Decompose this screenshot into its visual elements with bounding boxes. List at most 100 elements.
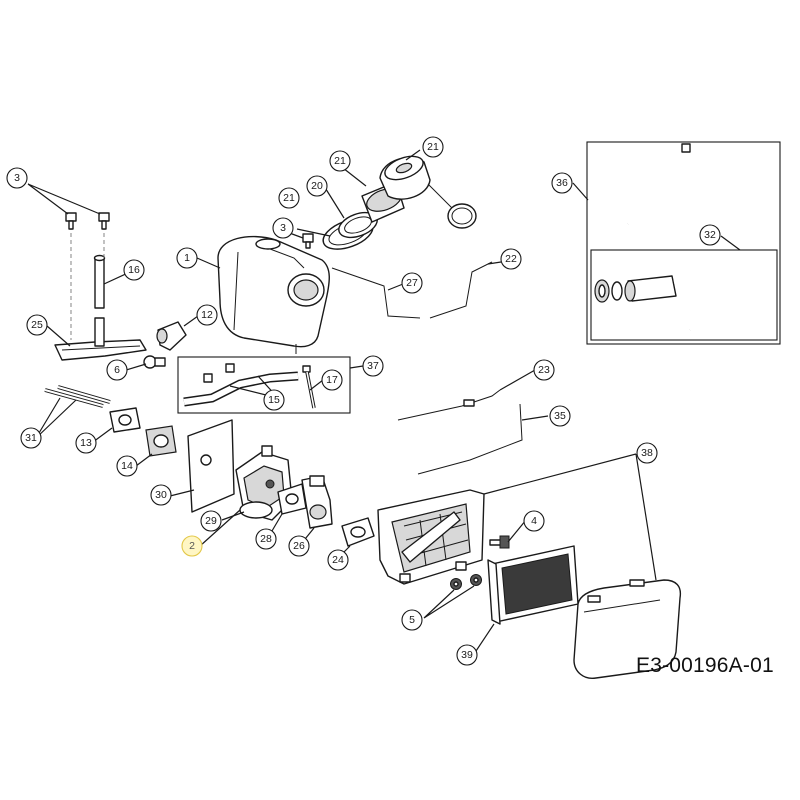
callout-3-left: 3	[6, 167, 28, 189]
adapter-part-26	[301, 475, 333, 529]
fuel-tank-part-1	[217, 235, 330, 354]
svg-text:14: 14	[121, 460, 133, 472]
svg-text:26: 26	[293, 540, 305, 552]
callout-12: 12	[196, 304, 218, 326]
callout-6: 6	[106, 359, 128, 381]
fuel-line-part-32	[594, 254, 754, 332]
assembly-box-37	[177, 356, 351, 414]
pin-part-14	[93, 254, 106, 347]
svg-text:23: 23	[538, 364, 550, 376]
callout-20: 20	[306, 175, 328, 197]
callout-22: 22	[500, 248, 522, 270]
svg-text:37: 37	[367, 360, 379, 372]
assembly-box-32	[590, 249, 778, 341]
callout-25: 24	[327, 549, 349, 571]
svg-text:29: 29	[205, 515, 217, 527]
svg-text:21: 21	[334, 155, 346, 167]
svg-text:36: 36	[556, 177, 568, 189]
svg-text:39: 39	[461, 649, 473, 661]
air-filter-element-part-39	[487, 545, 579, 625]
leader-lines	[27, 149, 741, 655]
callout-38: 38	[636, 442, 658, 464]
svg-text:13: 13	[80, 437, 92, 449]
callout-3-center: 3	[272, 217, 294, 239]
svg-text:5: 5	[409, 614, 415, 626]
svg-text:31: 31	[25, 432, 37, 444]
svg-text:32: 32	[704, 229, 716, 241]
svg-text:3: 3	[14, 172, 20, 184]
callout-31: 31	[20, 427, 42, 449]
callout-23: 23	[533, 359, 555, 381]
nut-part-5	[450, 574, 482, 590]
callout-39: 39	[456, 644, 478, 666]
svg-text:22: 22	[505, 253, 517, 265]
screw-part-17	[302, 365, 316, 409]
callout-32: 32	[699, 224, 721, 246]
gasket-part-25	[341, 517, 375, 547]
rod-part-27	[331, 267, 421, 319]
heat-shield-part-30	[187, 419, 235, 513]
svg-text:3: 3	[280, 222, 286, 234]
rod-part-23	[397, 389, 501, 421]
air-filter-base-part-38	[377, 489, 485, 585]
svg-text:21: 21	[283, 192, 295, 204]
svg-text:12: 12	[201, 309, 213, 321]
callout-26: 26	[288, 535, 310, 557]
drawing-reference-code: E3-00196A-01	[636, 654, 774, 677]
callout-35: 35	[549, 405, 571, 427]
svg-text:17: 17	[326, 374, 338, 386]
callout-27: 27	[401, 272, 423, 294]
callout-37: 37	[362, 355, 384, 377]
callout-14: 16	[123, 259, 145, 281]
elbow-part-12	[156, 321, 187, 351]
svg-text:30: 30	[155, 489, 167, 501]
svg-text:2: 2	[189, 540, 195, 552]
callout-5: 5	[401, 609, 423, 631]
callout-4: 4	[523, 510, 545, 532]
callout-28: 28	[255, 528, 277, 550]
callout-15: 15	[263, 389, 285, 411]
svg-text:24: 24	[332, 554, 344, 566]
svg-text:28: 28	[260, 533, 272, 545]
rod-part-22	[429, 261, 493, 319]
svg-text:35: 35	[554, 410, 566, 422]
air-filter-cover-part-38	[573, 579, 682, 679]
svg-text:20: 20	[311, 180, 323, 192]
breather-tube-part-36	[627, 143, 695, 226]
callout-30: 30	[150, 484, 172, 506]
svg-text:6: 6	[114, 364, 120, 376]
callout-21-right: 21	[422, 136, 444, 158]
gasket-part-13	[109, 407, 141, 433]
screw-part-4	[489, 535, 510, 549]
clamp-part-6	[143, 355, 166, 369]
screw-part-3-center	[302, 233, 314, 249]
rod-part-35	[417, 403, 523, 475]
assembly-box-36	[586, 141, 781, 345]
carburetor-part-29	[235, 445, 293, 521]
bolt-part-3-left	[65, 212, 110, 230]
svg-text:1: 1	[184, 252, 190, 264]
svg-text:27: 27	[406, 277, 418, 289]
callout-17: 17	[321, 369, 343, 391]
callout-16: 14	[116, 455, 138, 477]
svg-text:4: 4	[531, 515, 537, 527]
callout-21-left: 21	[278, 187, 300, 209]
hose-part-15	[183, 363, 299, 407]
insulator-part-16	[145, 425, 177, 457]
svg-text:16: 16	[128, 264, 140, 276]
svg-text:15: 15	[268, 394, 280, 406]
stud-part-31	[44, 385, 111, 408]
svg-text:21: 21	[427, 141, 439, 153]
svg-text:25: 25	[31, 319, 43, 331]
callout-29: 29	[200, 510, 222, 532]
callout-36: 36	[551, 172, 573, 194]
gasket-part-28	[277, 483, 307, 515]
callout-21-middle: 21	[329, 150, 351, 172]
callout-13: 13	[75, 432, 97, 454]
fuel-cap-part-21	[379, 155, 477, 229]
callout-24: 25	[26, 314, 48, 336]
callout-2-highlighted: 2	[181, 535, 203, 557]
callout-1: 1	[176, 247, 198, 269]
svg-text:38: 38	[641, 447, 653, 459]
